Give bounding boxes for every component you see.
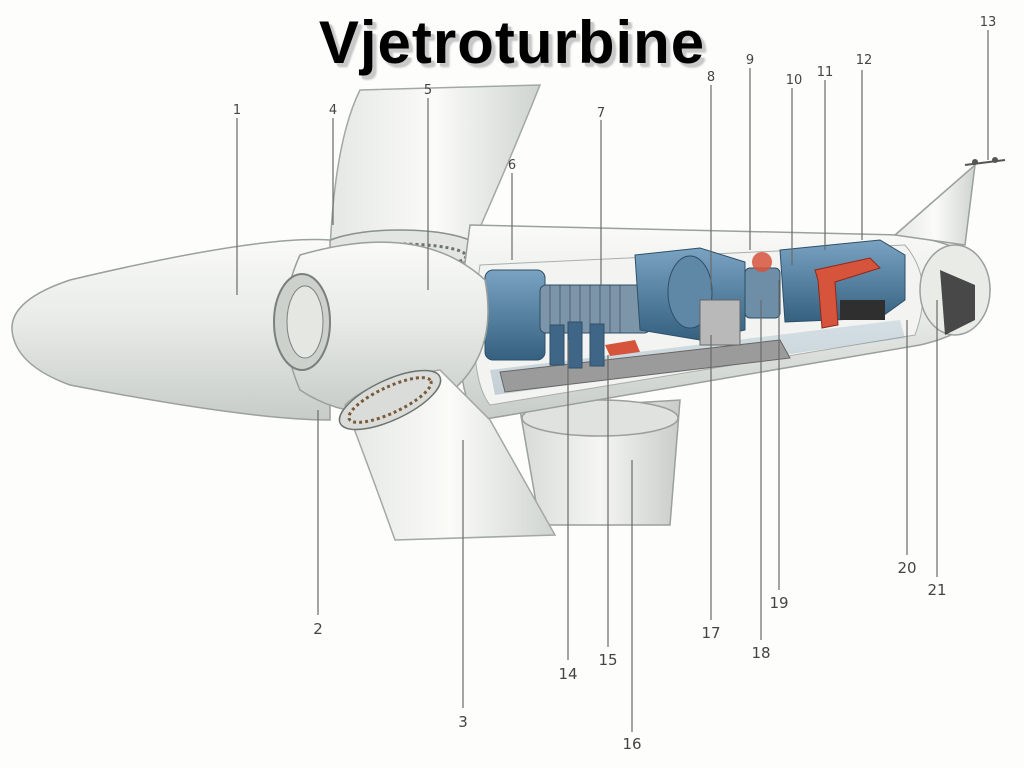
- spinner: [11, 238, 331, 421]
- label-3: 3: [458, 713, 468, 731]
- label-2: 2: [313, 620, 323, 638]
- label-21: 21: [927, 581, 946, 599]
- label-10: 10: [786, 73, 803, 88]
- part-labels: 1 2 3 4 5 6 7 8 9 10 11 12 13 14 15 16 1…: [233, 15, 996, 753]
- label-5: 5: [424, 83, 432, 98]
- label-13: 13: [980, 15, 997, 30]
- label-19: 19: [769, 594, 788, 612]
- label-16: 16: [622, 735, 641, 753]
- label-4: 4: [329, 103, 337, 118]
- blade-lower: [338, 369, 557, 541]
- leader-lines: [236, 30, 989, 732]
- label-14: 14: [558, 665, 577, 683]
- label-6: 6: [508, 158, 516, 173]
- label-12: 12: [856, 53, 873, 68]
- label-17: 17: [701, 624, 720, 642]
- tower: [519, 399, 681, 526]
- label-9: 9: [746, 53, 754, 68]
- label-15: 15: [598, 651, 617, 669]
- label-8: 8: [707, 70, 715, 85]
- nacelle: [458, 224, 991, 421]
- label-1: 1: [233, 103, 241, 118]
- tail-fin: [893, 157, 1006, 246]
- label-11: 11: [817, 65, 834, 80]
- label-18: 18: [751, 644, 770, 662]
- label-20: 20: [897, 559, 916, 577]
- label-7: 7: [597, 106, 605, 121]
- diagram-title: Vjetroturbine: [318, 9, 706, 76]
